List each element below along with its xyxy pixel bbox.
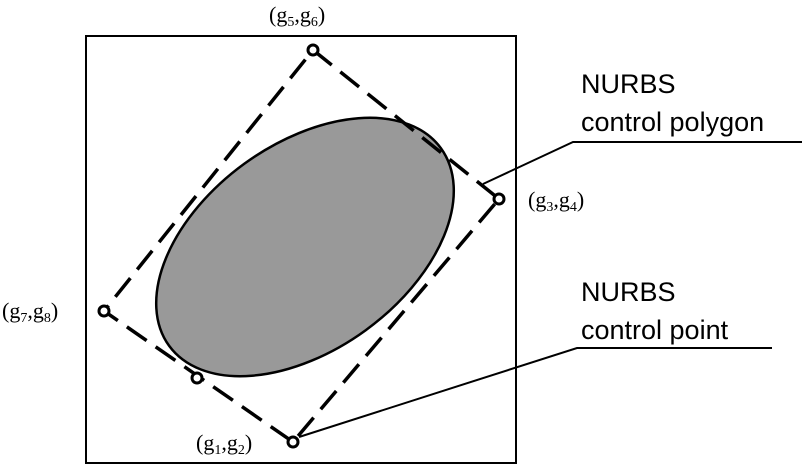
control-point-g5g6[interactable]: [306, 43, 320, 57]
callout-point-line1: NURBS: [581, 277, 676, 307]
control-point-mid[interactable]: [190, 371, 204, 385]
leader-line-polygon: [482, 141, 802, 185]
frame-box: [85, 35, 517, 464]
label-g3g4: (g3,g4): [528, 187, 584, 215]
control-point-g7g8[interactable]: [97, 304, 111, 318]
label-g7g8: (g7,g8): [2, 298, 58, 326]
shape-ellipse: [154, 116, 456, 378]
leader-line-point: [298, 347, 772, 438]
control-polygon: [101, 47, 502, 445]
callout-point-line2: control point: [581, 315, 729, 345]
callout-polygon-line1: NURBS: [581, 69, 676, 99]
label-g1g2: (g1,g2): [196, 430, 252, 458]
callout-polygon-line2: control polygon: [581, 107, 764, 137]
control-point-g1g2[interactable]: [286, 435, 300, 449]
label-g5g6: (g5,g6): [269, 2, 325, 30]
control-point-g3g4[interactable]: [492, 192, 506, 206]
